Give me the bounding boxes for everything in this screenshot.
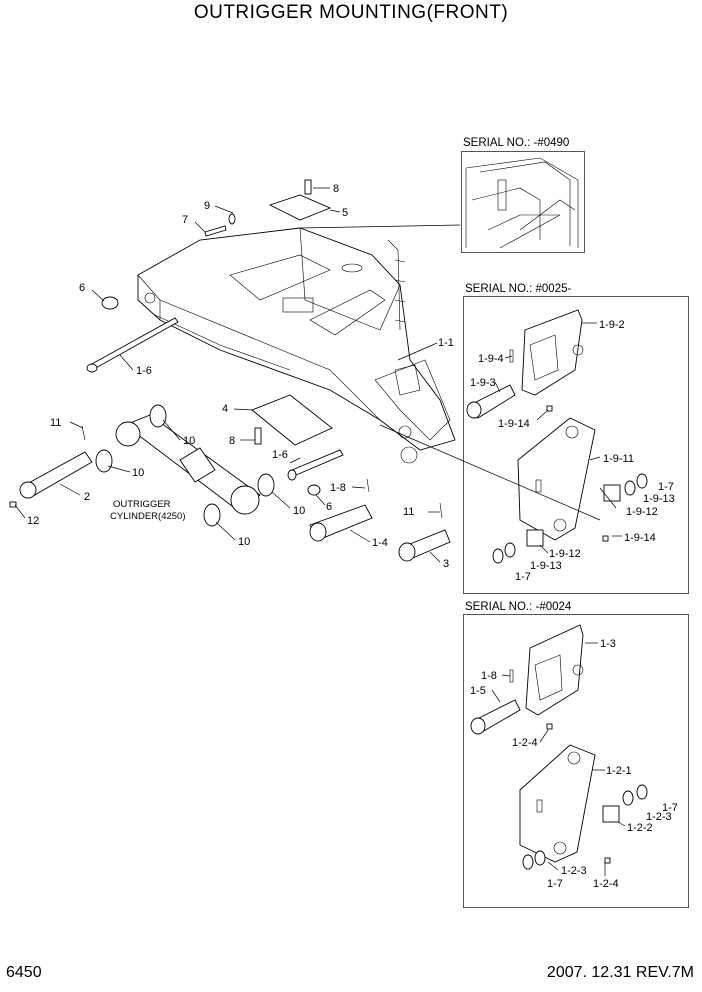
washer-9 [228, 213, 236, 225]
bolt-8-top [304, 179, 312, 195]
inset-0490-drawing [465, 157, 579, 249]
callout-1-7-c: 1-7 [662, 802, 678, 814]
callout-8-lower: 8 [229, 435, 235, 447]
callout-1-1: 1-1 [438, 337, 454, 349]
callout-11-a: 11 [50, 417, 61, 429]
callout-11-b: 11 [403, 506, 414, 518]
callout-12: 12 [27, 515, 39, 527]
callout-1-9-12-a: 1-9-12 [626, 506, 658, 518]
callout-1-7-d: 1-7 [547, 878, 563, 890]
callout-1-2-4-b: 1-2-4 [593, 878, 619, 890]
callout-1-9-11: 1-9-11 [603, 453, 634, 465]
callout-9: 9 [204, 200, 210, 212]
split-pin-11-a [81, 425, 86, 441]
callout-1-5: 1-5 [470, 685, 486, 697]
callout-1-9-13-a: 1-9-13 [643, 493, 675, 505]
callout-6-lower: 6 [326, 501, 332, 513]
callout-1-6-lower: 1-6 [272, 449, 288, 461]
callout-1-2-3-a: 1-2-3 [646, 811, 672, 823]
callout-1-8: 1-8 [330, 482, 346, 494]
cylinder-label-line1: OUTRIGGER [113, 499, 171, 510]
callout-8-top: 8 [333, 183, 339, 195]
ring-10-a [149, 404, 167, 428]
callout-2: 2 [84, 491, 90, 503]
inset-0024-leaders [491, 642, 626, 876]
callout-1-9-14-b: 1-9-14 [624, 532, 656, 544]
ring-10-c [257, 473, 275, 497]
grease-nipple-6 [101, 296, 119, 310]
split-pin-11-b [439, 502, 443, 519]
grease-nipple-6-lower [307, 484, 321, 496]
callout-1-9-3: 1-9-3 [470, 377, 496, 389]
serial-label-0024: SERIAL NO.: -#0024 [465, 601, 572, 613]
callout-1-2-1: 1-2-1 [606, 765, 632, 777]
callout-1-9-2: 1-9-2 [599, 319, 625, 331]
outrigger-frame [137, 227, 456, 464]
callout-10-c: 10 [293, 505, 305, 517]
callout-4: 4 [222, 403, 228, 415]
callout-6-upper: 6 [79, 282, 85, 294]
bolt-8-lower [254, 427, 262, 445]
callout-10-d: 10 [238, 536, 250, 548]
callout-1-4: 1-4 [372, 537, 388, 549]
serial-label-0025: SERIAL NO.: #0025- [465, 283, 572, 295]
callout-1-7-b: 1-7 [515, 571, 531, 583]
shim-plate-4 [251, 394, 333, 446]
callout-1-7-a: 1-7 [658, 481, 674, 493]
revision-date: 2007. 12.31 REV.7M [546, 964, 694, 981]
bolt-12 [9, 501, 17, 508]
outrigger-cylinder [115, 414, 261, 515]
callout-1-9-4: 1-9-4 [478, 353, 504, 365]
callout-1-9-12-b: 1-9-12 [549, 548, 581, 560]
callout-5: 5 [342, 207, 348, 219]
split-pin-1-8 [366, 478, 370, 493]
callout-10-a: 10 [183, 435, 195, 447]
cylinder-label-line2: CYLINDER(4250) [110, 511, 186, 522]
callout-1-9-13-b: 1-9-13 [530, 560, 562, 572]
inset-serial-0490 [461, 151, 585, 253]
ring-10-b [95, 449, 113, 473]
leader-lines [14, 187, 601, 563]
pin-1-6-upper [89, 317, 179, 370]
callout-10-b: 10 [132, 467, 144, 479]
bolt-7 [204, 225, 227, 237]
callout-1-2-4-a: 1-2-4 [512, 737, 538, 749]
inset-0024-drawing [470, 624, 648, 870]
ring-10-d [203, 503, 221, 527]
callout-7: 7 [182, 214, 188, 226]
inset-0025-leaders [494, 322, 622, 554]
callout-1-8-inset: 1-8 [481, 670, 497, 682]
page-number: 6450 [6, 964, 42, 981]
callout-1-2-2: 1-2-2 [627, 822, 653, 834]
cover-plate-5 [268, 194, 332, 221]
callout-1-6-upper: 1-6 [136, 365, 152, 377]
callout-3: 3 [443, 558, 449, 570]
serial-label-0490: SERIAL NO.: -#0490 [463, 137, 570, 149]
pin-1-6-lower [291, 449, 344, 476]
callout-1-2-3-b: 1-2-3 [561, 865, 587, 877]
page-title: OUTRIGGER MOUNTING(FRONT) [193, 2, 509, 23]
inset-0025-drawing [466, 309, 648, 564]
callout-1-3: 1-3 [600, 638, 616, 650]
callout-1-9-14-a: 1-9-14 [498, 418, 530, 430]
